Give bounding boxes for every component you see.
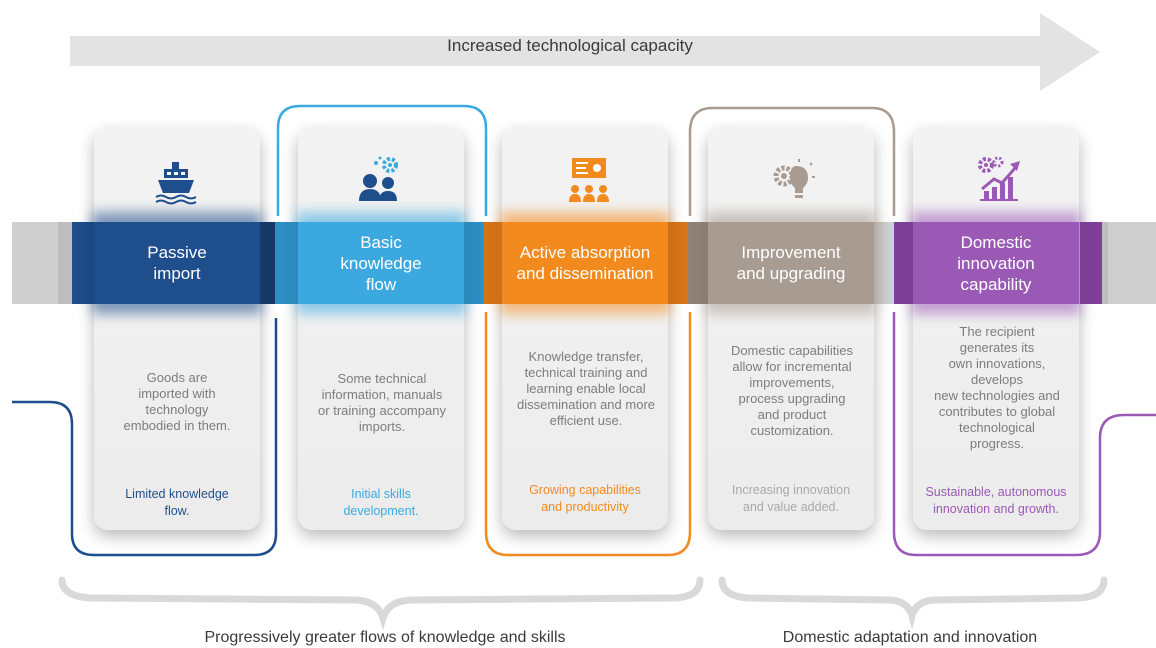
stage-description-5: The recipient generates its own innovati… [934, 324, 1060, 451]
stage-title-2: Basic knowledge flow [298, 222, 464, 304]
stage-outcome-1: Limited knowledge flow. [125, 487, 229, 518]
bottom-label-knowledge-flows: Progressively greater flows of knowledge… [204, 629, 566, 646]
stage-outcome-4: Increasing innovation and value added. [731, 483, 851, 514]
ship-icon [155, 162, 197, 205]
stage-card-active-absorption [502, 128, 668, 530]
people-gear-icon [359, 156, 398, 201]
stage-title-5: Domestic innovation capability [913, 222, 1079, 304]
stage-description-3: Knowledge transfer, technical training a… [516, 349, 656, 428]
bottom-label-domestic-adaptation: Domestic adaptation and innovation [782, 629, 1038, 646]
stage-description-4: Domestic capabilities allow for incremen… [730, 343, 854, 438]
stage-card-improvement [708, 128, 874, 530]
capacity-arrow [70, 13, 1100, 91]
stage-card-passive-import [94, 128, 260, 530]
stage-title-1: Passive import [94, 222, 260, 304]
stage-outcome-5: Sustainable, autonomous innovation and g… [925, 485, 1067, 516]
stage-description-1: Goods are imported with technology embod… [123, 370, 231, 433]
lightbulb-gear-icon [773, 159, 815, 198]
capacity-arrow-label: Increased technological capacity [447, 36, 693, 55]
stage-outcome-3: Growing capabilities and productivity [529, 483, 641, 514]
stage-title-3: Active absorption and dissemination [502, 222, 668, 304]
stage-description-2: Some technical information, manuals or t… [318, 371, 446, 434]
stage-title-4: Improvement and upgrading [708, 222, 874, 304]
stage-title-text: Basic knowledge flow [340, 232, 422, 294]
stage-title-text: Domestic innovation capability [957, 232, 1035, 294]
stage-title-text: Improvement and upgrading [736, 243, 846, 283]
stage-title-text: Passive import [147, 243, 207, 283]
growth-chart-gear-icon [978, 156, 1020, 201]
presentation-icon [569, 158, 609, 202]
stage-title-text: Active absorption and dissemination [516, 243, 654, 283]
stage-outcome-2: Initial skills development. [343, 487, 419, 518]
